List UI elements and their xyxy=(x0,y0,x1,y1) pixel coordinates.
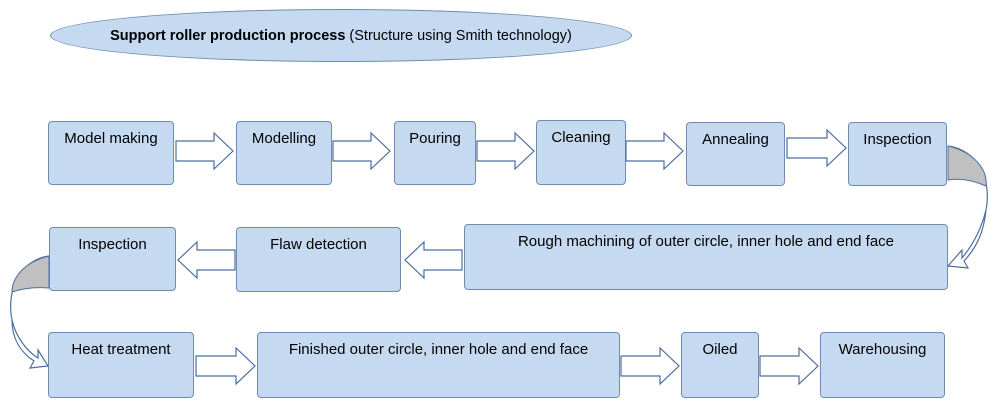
step-warehousing: Warehousing xyxy=(820,332,945,398)
step-pouring: Pouring xyxy=(394,121,476,185)
arrow-right-1 xyxy=(175,131,234,171)
curved-arrow-left xyxy=(10,255,50,369)
step-cleaning: Cleaning xyxy=(536,120,626,185)
step-heat-treatment: Heat treatment xyxy=(48,332,194,398)
arrow-right-8 xyxy=(759,346,819,386)
step-rough-machining: Rough machining of outer circle, inner h… xyxy=(464,224,948,290)
step-finished: Finished outer circle, inner hole and en… xyxy=(257,332,620,398)
title-subtitle: (Structure using Smith technology) xyxy=(349,27,572,44)
arrow-right-2 xyxy=(332,131,391,171)
curved-arrow-right xyxy=(946,145,988,269)
arrow-right-4 xyxy=(625,131,684,171)
arrow-right-7 xyxy=(620,346,680,386)
step-model-making: Model making xyxy=(48,121,174,185)
step-annealing: Annealing xyxy=(686,122,785,186)
title-bold: Support roller production process xyxy=(110,27,346,44)
step-flaw-detection: Flaw detection xyxy=(236,227,401,292)
step-inspection-2: Inspection xyxy=(49,227,176,291)
step-inspection-1: Inspection xyxy=(848,122,947,186)
arrow-right-6 xyxy=(195,346,256,386)
arrow-right-5 xyxy=(786,128,847,168)
diagram-title: Support roller production process (Struc… xyxy=(110,28,572,44)
title-ellipse: Support roller production process (Struc… xyxy=(50,9,632,62)
arrow-left-2 xyxy=(177,240,236,280)
arrow-right-3 xyxy=(476,131,535,171)
step-oiled: Oiled xyxy=(681,332,759,398)
step-modelling: Modelling xyxy=(236,121,332,185)
arrow-left-1 xyxy=(404,240,463,280)
